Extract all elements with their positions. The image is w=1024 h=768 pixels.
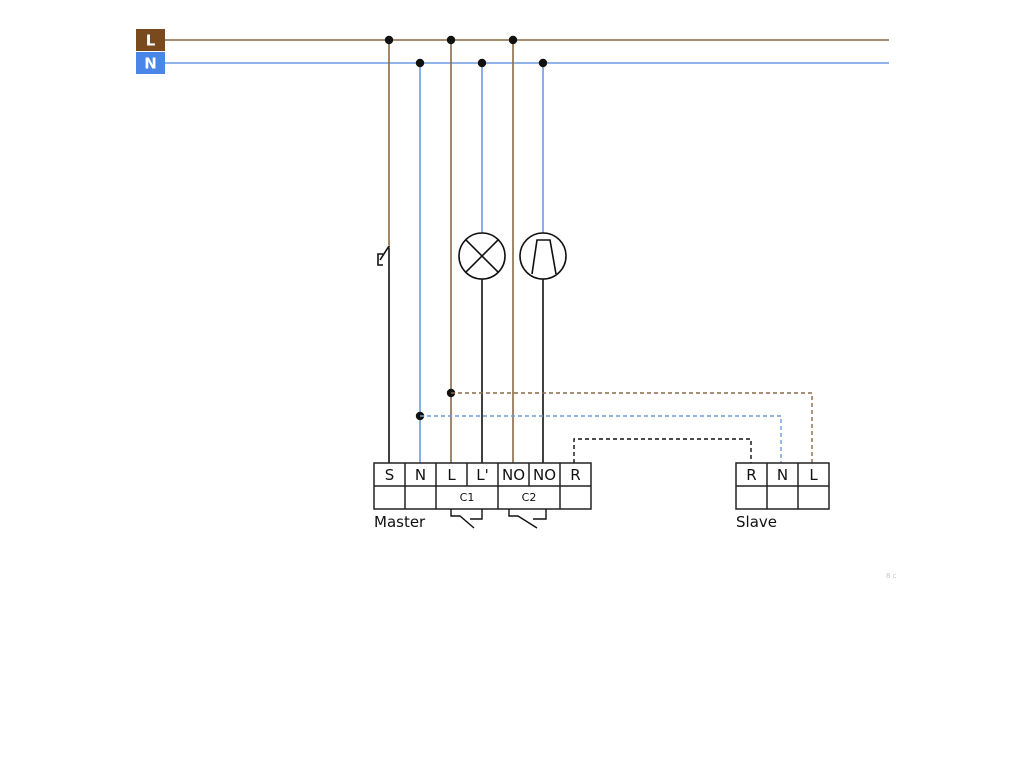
live-bus-label: L (146, 32, 156, 50)
master-terminal-block: S N L L' NO NO R C1 C2 (373, 462, 592, 510)
lamp-icon (458, 232, 506, 280)
master-label: Master (374, 513, 426, 531)
c2-contact-icon (508, 509, 538, 529)
neutral-bus-label: N (144, 55, 157, 73)
contact-symbols (450, 509, 547, 529)
channel-2-label: C2 (522, 491, 537, 504)
junction-dot (508, 35, 518, 45)
master-terminal-label: L' (476, 466, 488, 484)
junction-dot (415, 58, 425, 68)
live-bus-label-box (136, 29, 165, 51)
master-terminal-label: R (570, 466, 580, 484)
junctions (384, 35, 548, 421)
slave-live-link (451, 392, 813, 463)
slave-terminal-label: N (777, 466, 788, 484)
master-terminal-label: L (447, 466, 456, 484)
live-bus: L (136, 29, 889, 51)
master-terminal-label: NO (502, 466, 525, 484)
junction-dot (446, 35, 456, 45)
neutral-bus-label-box (136, 52, 165, 74)
page-mark: 8 c (886, 572, 897, 580)
slave-terminal-label: L (809, 466, 818, 484)
slave-terminal-label: R (746, 466, 756, 484)
c2-contact-icon (533, 509, 547, 520)
push-button-icon (377, 244, 390, 270)
junction-dot (384, 35, 394, 45)
master-terminal-label: S (385, 466, 395, 484)
motor-icon (519, 232, 567, 280)
c1-contact-icon (470, 509, 483, 520)
slave-label: Slave (736, 513, 777, 531)
c1-contact-icon (450, 509, 475, 529)
slave-remote-link (573, 438, 752, 463)
master-terminal-label: NO (533, 466, 556, 484)
neutral-bus: N (136, 52, 889, 74)
master-terminal-label: N (415, 466, 426, 484)
slave-neutral-link (420, 415, 782, 463)
channel-1-label: C1 (460, 491, 475, 504)
slave-interconnect (420, 392, 813, 463)
junction-dot (538, 58, 548, 68)
junction-dot (477, 58, 487, 68)
